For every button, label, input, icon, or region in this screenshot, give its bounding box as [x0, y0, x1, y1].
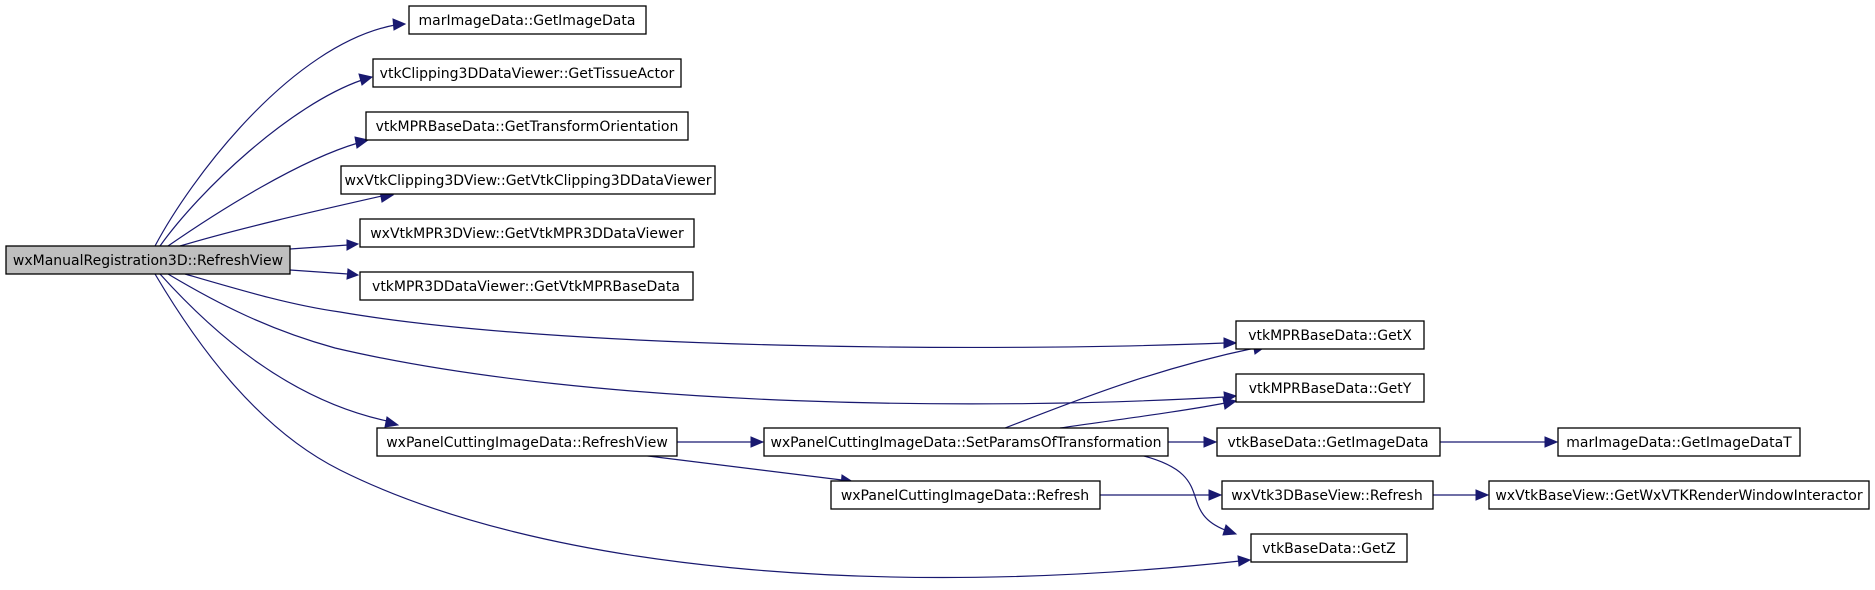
edge-panel-refresh-to-vtk3d-refresh	[1100, 489, 1223, 501]
node-root-label: wxManualRegistration3D::RefreshView	[13, 253, 283, 269]
edge-root-to-getz	[154, 273, 1252, 579]
edge-root-to-panel-refreshview	[159, 273, 400, 428]
edge-setparams-to-getz	[1139, 454, 1238, 536]
node-getz-label: vtkBaseData::GetZ	[1262, 541, 1395, 557]
edge-root-to-mar-getimagedata	[154, 18, 407, 247]
edge-root-to-gety	[167, 273, 1238, 405]
node-gettissueactor[interactable]: vtkClipping3DDataViewer::GetTissueActor	[372, 58, 682, 88]
node-getvtkmpr3ddataviewer[interactable]: wxVtkMPR3DView::GetVtkMPR3DDataViewer	[359, 218, 695, 248]
edge-root-to-getx	[184, 273, 1238, 349]
edge-panel-refreshview-to-panel-refresh	[639, 454, 855, 487]
node-basegetimagedata[interactable]: vtkBaseData::GetImageData	[1216, 427, 1441, 457]
edge-root-to-getvtkmprbasedata	[289, 268, 360, 280]
node-getimagedatat-label: marImageData::GetImageDataT	[1566, 435, 1792, 451]
node-getvtkclipping3ddataviewer-label: wxVtkClipping3DView::GetVtkClipping3DDat…	[344, 173, 711, 189]
edge-setparams-to-gety	[1059, 397, 1238, 429]
node-gettransformorientation[interactable]: vtkMPRBaseData::GetTransformOrientation	[365, 111, 689, 141]
edge-basegetimagedata-to-getimagedatat	[1440, 436, 1559, 448]
node-getimagedatat[interactable]: marImageData::GetImageDataT	[1557, 427, 1801, 457]
node-mar-getimagedata[interactable]: marImageData::GetImageData	[408, 5, 647, 35]
node-gety[interactable]: vtkMPRBaseData::GetY	[1235, 373, 1425, 403]
node-getx-label: vtkMPRBaseData::GetX	[1248, 328, 1412, 344]
edge-root-to-getvtkmpr3ddataviewer	[289, 239, 360, 251]
node-setparams[interactable]: wxPanelCuttingImageData::SetParamsOfTran…	[763, 427, 1169, 457]
edge-setparams-to-getx	[1004, 342, 1268, 429]
node-panel-refreshview[interactable]: wxPanelCuttingImageData::RefreshView	[376, 427, 678, 457]
node-basegetimagedata-label: vtkBaseData::GetImageData	[1227, 435, 1428, 451]
node-vtk3d-refresh-label: wxVtk3DBaseView::Refresh	[1231, 488, 1422, 504]
node-setparams-label: wxPanelCuttingImageData::SetParamsOfTran…	[770, 435, 1161, 451]
node-getvtkmprbasedata-label: vtkMPR3DDataViewer::GetVtkMPRBaseData	[372, 279, 680, 295]
edge-root-to-gettissueactor	[159, 73, 374, 247]
node-getz[interactable]: vtkBaseData::GetZ	[1250, 533, 1408, 563]
node-mar-getimagedata-label: marImageData::GetImageData	[419, 13, 636, 29]
node-panel-refreshview-label: wxPanelCuttingImageData::RefreshView	[386, 435, 668, 451]
node-vtk3d-refresh[interactable]: wxVtk3DBaseView::Refresh	[1221, 480, 1434, 510]
node-gettransformorientation-label: vtkMPRBaseData::GetTransformOrientation	[376, 119, 679, 135]
node-getvtkmpr3ddataviewer-label: wxVtkMPR3DView::GetVtkMPR3DDataViewer	[370, 226, 684, 242]
node-panel-refresh[interactable]: wxPanelCuttingImageData::Refresh	[830, 480, 1101, 510]
node-getx[interactable]: vtkMPRBaseData::GetX	[1235, 320, 1425, 350]
edge-setparams-to-basegetimagedata	[1168, 436, 1218, 448]
node-gety-label: vtkMPRBaseData::GetY	[1249, 381, 1412, 397]
edge-panel-refreshview-to-setparams	[677, 436, 765, 448]
edge-vtk3d-refresh-to-getinteractor	[1433, 489, 1490, 501]
node-gettissueactor-label: vtkClipping3DDataViewer::GetTissueActor	[380, 66, 675, 82]
node-panel-refresh-label: wxPanelCuttingImageData::Refresh	[841, 488, 1089, 504]
edge-root-to-gettransformorientation	[167, 136, 370, 247]
node-getvtkclipping3ddataviewer[interactable]: wxVtkClipping3DView::GetVtkClipping3DDat…	[340, 165, 716, 195]
node-getinteractor-label: wxVtkBaseView::GetWxVTKRenderWindowInter…	[1495, 488, 1863, 504]
node-root[interactable]: wxManualRegistration3D::RefreshView	[5, 245, 291, 275]
node-getvtkmprbasedata[interactable]: vtkMPR3DDataViewer::GetVtkMPRBaseData	[359, 271, 694, 301]
node-getinteractor[interactable]: wxVtkBaseView::GetWxVTKRenderWindowInter…	[1488, 480, 1870, 510]
